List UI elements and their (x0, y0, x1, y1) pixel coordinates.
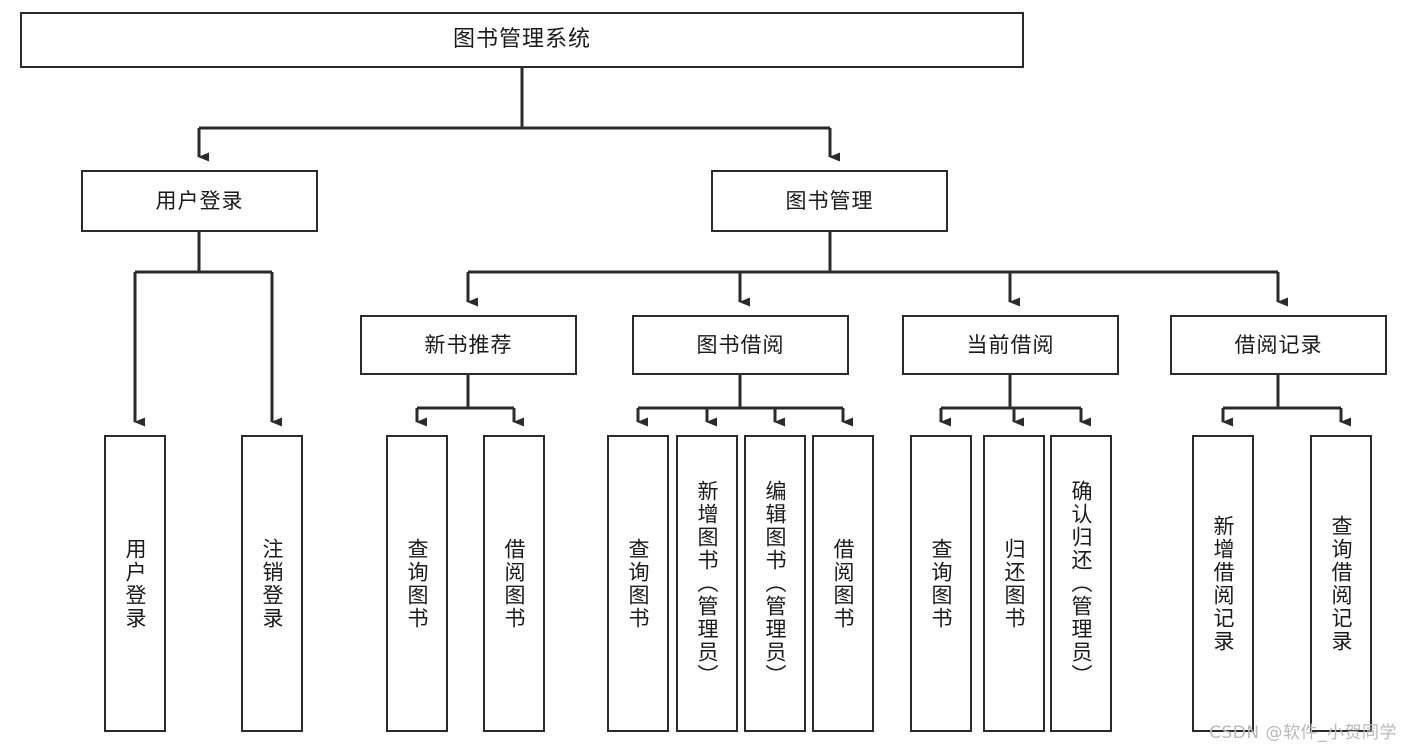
node-leaf-edit-book-admin-label: 编辑图书（管理员） (763, 480, 788, 687)
node-leaf-confirm-return-admin-label: 确认归还（管理员） (1069, 480, 1094, 687)
node-leaf-query-book-3[interactable]: 查询图书 (910, 435, 972, 732)
node-leaf-borrow-book-2-label: 借阅图书 (831, 537, 856, 630)
node-leaf-borrow-book-1-label: 借阅图书 (502, 537, 527, 630)
node-borrow-record[interactable]: 借阅记录 (1170, 315, 1387, 375)
node-borrow-record-label: 借阅记录 (1234, 332, 1323, 357)
node-leaf-query-borrow-record-label: 查询借阅记录 (1329, 514, 1354, 653)
node-leaf-edit-book-admin[interactable]: 编辑图书（管理员） (744, 435, 806, 732)
node-new-book-recommend-label: 新书推荐 (424, 332, 513, 357)
node-book-manage[interactable]: 图书管理 (711, 170, 948, 232)
node-leaf-borrow-book-1[interactable]: 借阅图书 (483, 435, 545, 732)
node-leaf-query-book-2[interactable]: 查询图书 (607, 435, 669, 732)
node-root-label: 图书管理系统 (452, 27, 591, 53)
node-leaf-query-book-1[interactable]: 查询图书 (386, 435, 448, 732)
node-leaf-add-borrow-record-label: 新增借阅记录 (1211, 514, 1236, 653)
node-current-borrow-label: 当前借阅 (966, 332, 1055, 357)
node-leaf-return-book-label: 归还图书 (1002, 537, 1027, 630)
node-leaf-add-borrow-record[interactable]: 新增借阅记录 (1192, 435, 1254, 732)
node-root[interactable]: 图书管理系统 (20, 12, 1024, 68)
node-leaf-user-login[interactable]: 用户登录 (104, 435, 166, 732)
node-book-manage-label: 图书管理 (785, 188, 874, 213)
node-leaf-add-book-admin[interactable]: 新增图书（管理员） (676, 435, 738, 732)
node-leaf-query-book-2-label: 查询图书 (626, 537, 651, 630)
node-leaf-user-logout[interactable]: 注销登录 (241, 435, 303, 732)
node-user-login[interactable]: 用户登录 (81, 170, 318, 232)
node-leaf-return-book[interactable]: 归还图书 (983, 435, 1045, 732)
node-book-borrow[interactable]: 图书借阅 (632, 315, 849, 375)
node-leaf-query-book-1-label: 查询图书 (405, 537, 430, 630)
node-leaf-confirm-return-admin[interactable]: 确认归还（管理员） (1050, 435, 1112, 732)
node-book-borrow-label: 图书借阅 (696, 332, 785, 357)
node-leaf-user-login-label: 用户登录 (123, 537, 148, 630)
node-leaf-user-logout-label: 注销登录 (260, 537, 285, 630)
node-new-book-recommend[interactable]: 新书推荐 (360, 315, 577, 375)
node-leaf-query-borrow-record[interactable]: 查询借阅记录 (1310, 435, 1372, 732)
node-user-login-label: 用户登录 (155, 188, 244, 213)
node-current-borrow[interactable]: 当前借阅 (902, 315, 1119, 375)
csdn-watermark: CSDN @软件_小贺同学 (1209, 723, 1397, 743)
node-leaf-add-book-admin-label: 新增图书（管理员） (695, 480, 720, 687)
node-leaf-query-book-3-label: 查询图书 (929, 537, 954, 630)
node-leaf-borrow-book-2[interactable]: 借阅图书 (812, 435, 874, 732)
